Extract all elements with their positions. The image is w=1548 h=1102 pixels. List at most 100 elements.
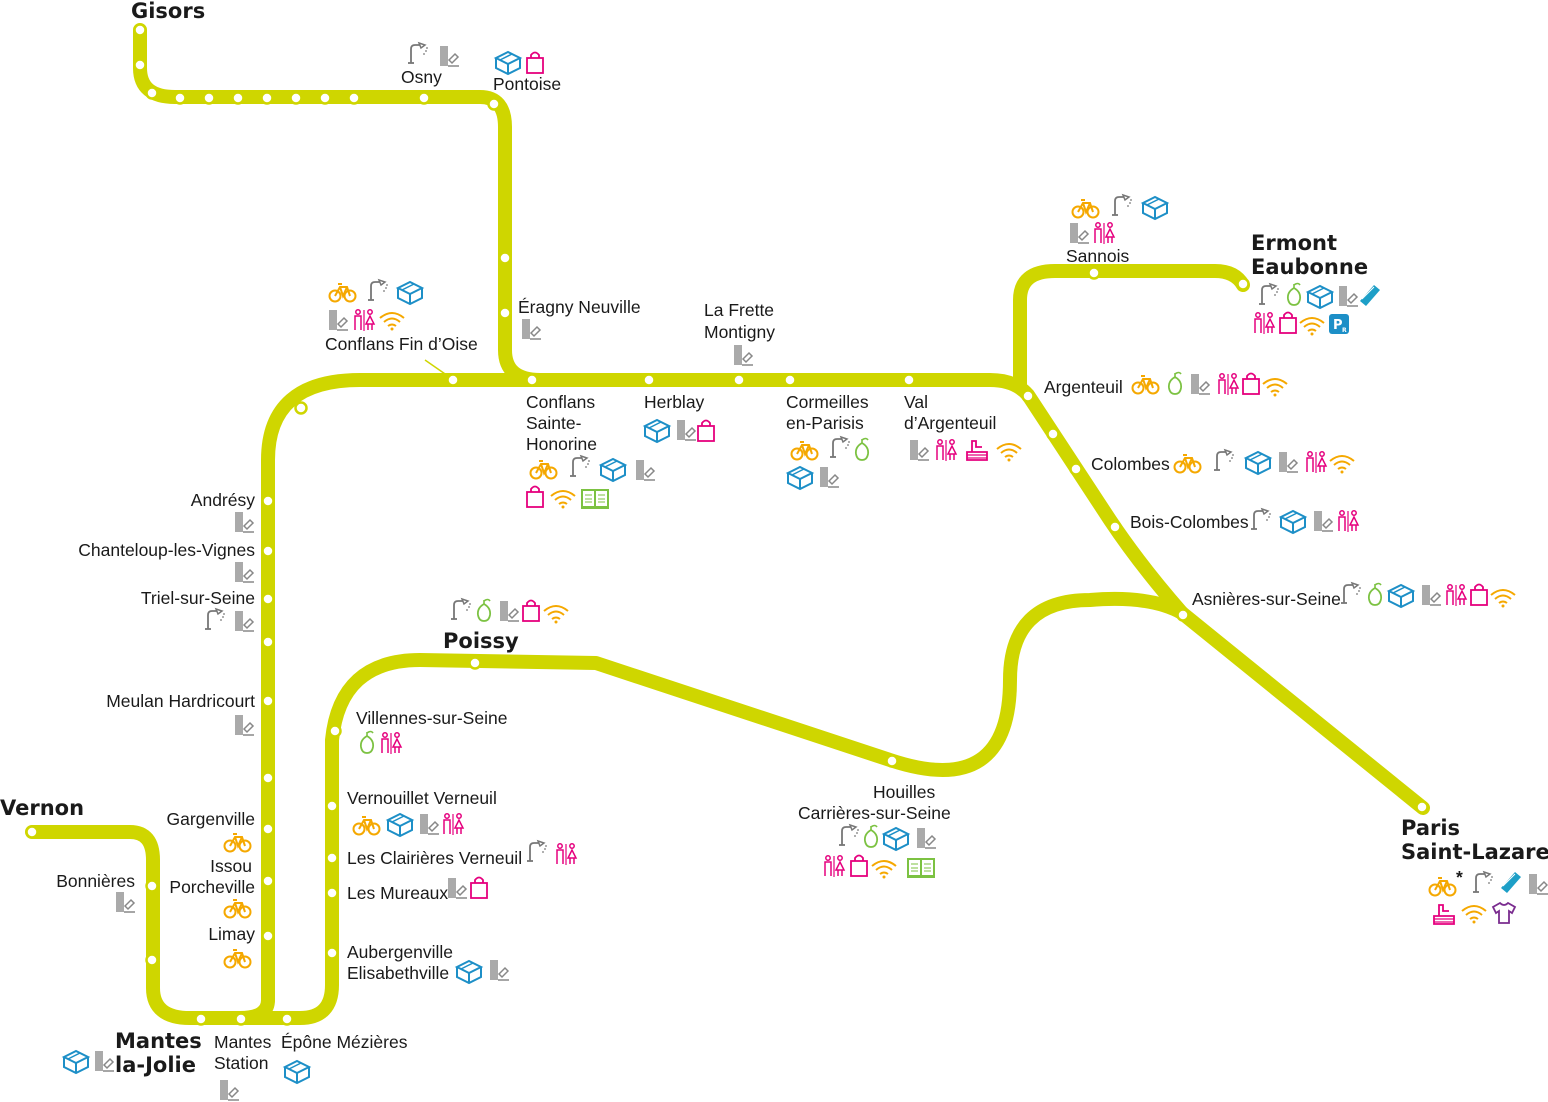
stop-bois-colombes[interactable] xyxy=(1108,520,1122,534)
food-icon xyxy=(476,598,492,622)
stop-val-argenteuil[interactable] xyxy=(902,373,916,387)
stop-chanteloup[interactable] xyxy=(261,544,275,558)
label-poissy: Poissy xyxy=(443,629,519,653)
toilets-icon xyxy=(554,842,578,866)
stop-paris[interactable] xyxy=(1415,800,1429,814)
stop-branch-a[interactable] xyxy=(145,86,159,100)
branch-main-trunk xyxy=(261,373,1430,1007)
stop-epone[interactable] xyxy=(280,1012,294,1026)
label-gargenville: Gargenville xyxy=(166,809,255,829)
bike-icon xyxy=(223,949,252,969)
book-icon xyxy=(580,488,610,510)
food-icon xyxy=(1367,582,1383,606)
bike-icon xyxy=(790,441,819,461)
parcel-locker-icon xyxy=(456,960,482,984)
stop-limay[interactable] xyxy=(261,929,275,943)
stop-poissy[interactable] xyxy=(468,656,482,670)
stop-osny[interactable] xyxy=(417,91,431,105)
stop-triel[interactable] xyxy=(261,592,275,606)
stop-branch-g[interactable] xyxy=(318,91,332,105)
stop-gisors[interactable] xyxy=(133,23,147,37)
ticket-machine-icon xyxy=(1250,508,1272,530)
park-and-ride-icon xyxy=(1329,314,1349,334)
toilets-icon xyxy=(934,438,958,462)
stop-vernouillet[interactable] xyxy=(325,799,339,813)
stop-trunk-a[interactable] xyxy=(294,401,308,415)
stop-argenteuil[interactable] xyxy=(1021,389,1035,403)
label-mantes-jolie-2: la-Jolie xyxy=(115,1053,196,1077)
stop-branch-f[interactable] xyxy=(289,91,303,105)
label-houilles-1: Houilles xyxy=(873,782,935,802)
stop-ermont[interactable] xyxy=(1236,277,1250,291)
parcel-locker-icon xyxy=(1142,196,1168,220)
stop-herblay[interactable] xyxy=(642,373,656,387)
stop-colombes[interactable] xyxy=(1069,462,1083,476)
food-icon xyxy=(1286,282,1302,306)
wifi-icon xyxy=(1490,589,1516,609)
toilets-icon xyxy=(1252,311,1276,335)
parcel-locker-icon xyxy=(387,813,413,837)
stop-conflans-sh[interactable] xyxy=(525,373,539,387)
label-chanteloup: Chanteloup-les-Vignes xyxy=(78,540,255,560)
stop-pontoise[interactable] xyxy=(487,97,501,111)
label-asnieres: Asnières-sur-Seine xyxy=(1192,589,1341,609)
validator-icon xyxy=(1421,584,1442,606)
stop-mantes-station[interactable] xyxy=(234,1012,248,1026)
stop-vernon[interactable] xyxy=(25,825,39,839)
validator-icon xyxy=(1069,222,1090,244)
stop-aubergenville[interactable] xyxy=(325,946,339,960)
label-triel: Triel-sur-Seine xyxy=(141,588,255,608)
line-network xyxy=(25,23,1430,1025)
stop-branch-b[interactable] xyxy=(173,91,187,105)
wifi-icon xyxy=(871,860,897,880)
stop-mureaux[interactable] xyxy=(325,886,339,900)
stop-eragny-a[interactable] xyxy=(498,251,512,265)
stop-branch-e[interactable] xyxy=(260,91,274,105)
stop-meulan[interactable] xyxy=(261,694,275,708)
stop-branch-d[interactable] xyxy=(231,91,245,105)
bike-icon xyxy=(223,833,252,853)
stop-trunk-c[interactable] xyxy=(261,771,275,785)
ticket-machine-icon xyxy=(367,279,389,301)
stop-trunk-b[interactable] xyxy=(261,635,275,649)
label-eragny: Éragny Neuville xyxy=(518,297,641,317)
stop-gisors-2[interactable] xyxy=(133,58,147,72)
ticket-machine-icon xyxy=(1111,194,1133,216)
branch-gisors-conflans xyxy=(133,23,547,387)
wifi-icon xyxy=(543,605,569,625)
label-mantes-station-2: Station xyxy=(214,1053,268,1073)
label-vernon: Vernon xyxy=(0,796,84,820)
validator-icon xyxy=(635,459,656,481)
wifi-icon xyxy=(550,490,576,510)
stop-andresy[interactable] xyxy=(261,494,275,508)
stop-bonnieres-2[interactable] xyxy=(145,953,159,967)
stop-asnieres[interactable] xyxy=(1176,608,1190,622)
label-pontoise: Pontoise xyxy=(493,74,561,94)
stop-sannois[interactable] xyxy=(1087,266,1101,280)
stop-branch-c[interactable] xyxy=(202,91,216,105)
stop-mantes-jolie[interactable] xyxy=(194,1012,208,1026)
stop-branch-h[interactable] xyxy=(347,91,361,105)
label-gisors: Gisors xyxy=(131,0,205,23)
label-conflans-fin: Conflans Fin d’Oise xyxy=(325,334,478,354)
shop-icon xyxy=(850,854,868,877)
stop-gargenville[interactable] xyxy=(261,822,275,836)
stop-conflans-fin[interactable] xyxy=(446,373,460,387)
stop-villennes[interactable] xyxy=(328,724,342,738)
stop-bonnieres[interactable] xyxy=(145,879,159,893)
label-val-argenteuil-1: Val xyxy=(904,392,928,412)
ticket-machine-icon xyxy=(569,455,591,477)
ticket-machine-icon xyxy=(838,824,860,846)
stop-clairieres[interactable] xyxy=(325,851,339,865)
stop-cormeilles[interactable] xyxy=(783,373,797,387)
stop-issou[interactable] xyxy=(261,874,275,888)
label-argenteuil: Argenteuil xyxy=(1044,377,1123,397)
label-conflans-sh-2: Sainte- xyxy=(526,413,582,433)
toilets-icon xyxy=(1304,450,1328,474)
ticket-machine-icon xyxy=(407,42,429,64)
stop-argenteuil-2[interactable] xyxy=(1046,427,1060,441)
stop-eragny[interactable] xyxy=(498,306,512,320)
stop-la-frette[interactable] xyxy=(732,373,746,387)
ticket-machine-icon xyxy=(1258,283,1280,305)
stop-houilles[interactable] xyxy=(885,754,899,768)
